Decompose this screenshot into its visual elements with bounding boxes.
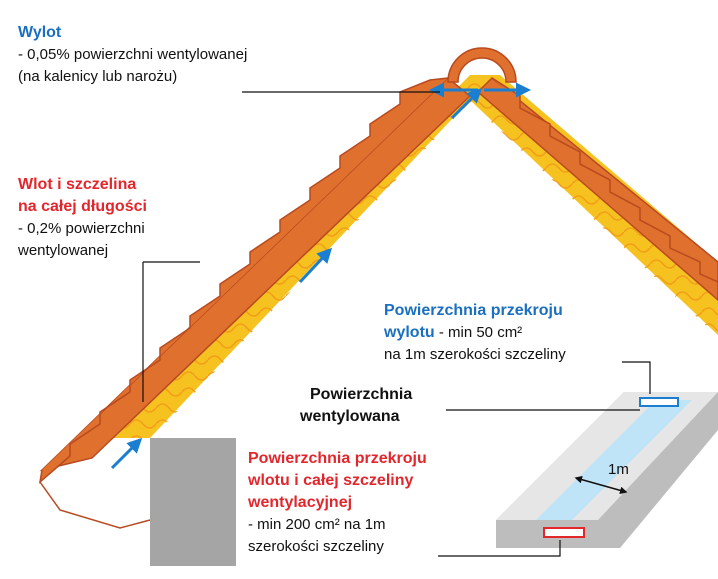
- inlet-full-line1: - 0,2% powierzchni: [18, 220, 145, 237]
- outlet-section-marker: [639, 397, 679, 407]
- leader-lines: [142, 91, 651, 557]
- inlet-full-title-line2: na całej długości: [18, 198, 147, 215]
- ventilated-area-line1: Powierzchnia: [310, 386, 413, 403]
- inlet-section-title-line2: wlotu i całej szczeliny: [248, 472, 414, 489]
- outlet-section-suffix: - min 50 cm²: [434, 324, 523, 341]
- right-roof-tiles: [476, 76, 718, 301]
- inlet-section-line1: - min 200 cm² na 1m: [248, 516, 386, 533]
- inlet-section-title-line3: wentylacyjnej: [248, 494, 353, 511]
- inlet-full-title-line1: Wlot i szczelina: [18, 176, 137, 193]
- wall: [150, 438, 236, 566]
- inlet-full-line2: wentylowanej: [18, 242, 109, 259]
- outlet-section-title-line1: Powierzchnia przekroju: [384, 302, 563, 319]
- ventilated-area-callout: Powierzchnia wentylowana: [300, 384, 412, 428]
- inlet-full-callout: Wlot i szczelina na całej długości - 0,2…: [18, 174, 147, 262]
- ridge-cap: [447, 47, 517, 83]
- dimension-arrow: [574, 476, 628, 494]
- outlet-section-title-line2: wylotu: [384, 324, 435, 341]
- airflow-arrows: [110, 82, 531, 470]
- left-tile-teeth: [38, 77, 449, 484]
- inlet-section-title-line1: Powierzchnia przekroju: [248, 450, 427, 467]
- outlet-callout: Wylot - 0,05% powierzchni wentylowanej (…: [18, 22, 247, 88]
- inlet-section-callout: Powierzchnia przekroju wlotu i całej szc…: [248, 448, 427, 558]
- ventilation-board: [496, 392, 718, 548]
- ventilated-area-line2: wentylowana: [300, 408, 400, 425]
- dimension-label: 1m: [608, 461, 629, 478]
- right-tile-teeth: [491, 77, 718, 283]
- outlet-section-callout: Powierzchnia przekroju wylotu - min 50 c…: [384, 300, 566, 366]
- outlet-section-line3: na 1m szerokości szczeliny: [384, 346, 566, 363]
- inlet-section-line2: szerokości szczeliny: [248, 538, 384, 555]
- outlet-line1: - 0,05% powierzchni wentylowanej: [18, 46, 248, 63]
- inlet-section-marker: [543, 527, 585, 538]
- outlet-title: Wylot: [18, 24, 62, 41]
- eave-line: [39, 481, 151, 529]
- outlet-line2: (na kalenicy lub narożu): [18, 68, 178, 85]
